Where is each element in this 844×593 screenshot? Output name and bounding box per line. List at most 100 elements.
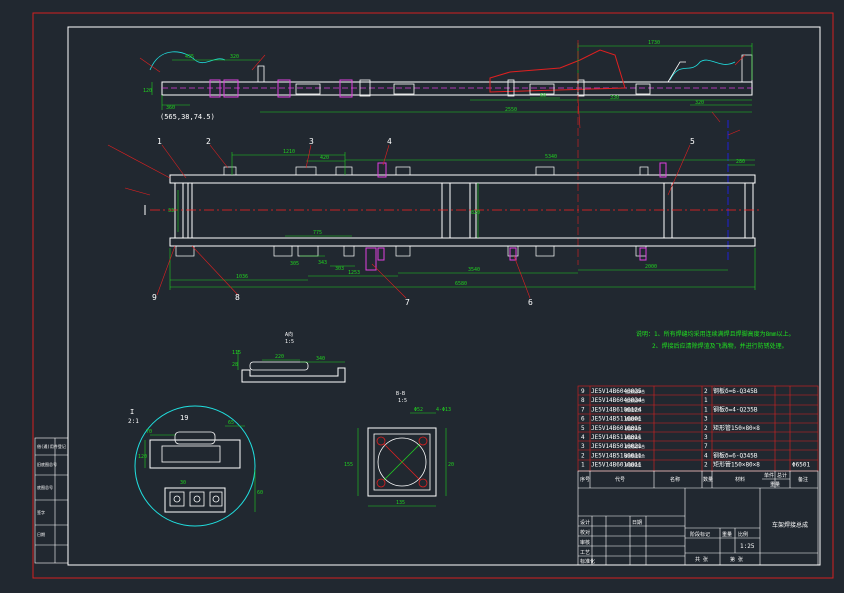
tb-field: 审核 (580, 539, 590, 546)
dim-text: 360 (166, 105, 175, 111)
balloon-label: 3 (309, 137, 314, 146)
dim-text: 435 (185, 54, 194, 60)
drawing-title: 车架焊接总成 (772, 521, 808, 529)
dim-text: 340 (316, 356, 325, 362)
side-view: 1730 435 320 120 360 2550 320 330 60 (56… (139, 40, 753, 265)
dim-text: 2550 (505, 107, 517, 113)
dim-text: 60 (540, 93, 546, 99)
parts-cell-code: JE5V14B6040035 (591, 388, 642, 395)
balloon-label: 9 (152, 293, 157, 302)
right-rail (169, 237, 756, 247)
parts-cell-name: 前横梁焊合 (625, 443, 645, 449)
detail-scale-label: I (130, 408, 134, 416)
side-beam (161, 81, 753, 96)
parts-cell-qty: 3 (704, 416, 708, 423)
dim-text: 320 (695, 100, 704, 106)
dim-text: 120 (143, 88, 152, 94)
parts-cell-no: 9 (581, 388, 585, 395)
dim-text: 420 (320, 155, 329, 161)
parts-cell-qty: 1 (704, 406, 708, 413)
left-margin-label: 底图总号 (37, 484, 53, 490)
cab-outline (489, 49, 626, 93)
detail-scale: 2:1 (128, 418, 139, 425)
parts-cell-note: Φ6501 (792, 462, 810, 469)
tb-header: 总计 (777, 472, 787, 479)
dim-text: 6580 (455, 281, 467, 287)
dim-text: 30 (180, 480, 186, 486)
parts-cell-name: 前横梁焊合 (625, 452, 645, 458)
parts-cell-qty: 7 (704, 443, 708, 450)
parts-cell-name: 横梁焊合 (625, 425, 641, 431)
parts-cell-qty: 2 (704, 425, 708, 432)
parts-cell-no: 7 (581, 406, 585, 413)
balloon-label: 2 (206, 137, 211, 146)
dim-text: 70 (146, 429, 152, 435)
left-margin-label: 旧底图总号 (37, 461, 57, 467)
parts-cell-no: 1 (581, 462, 585, 469)
parts-cell-qty: 2 (704, 462, 708, 469)
tb-scale: 1:25 (740, 543, 755, 550)
dim-text: 60 (257, 490, 263, 496)
detail-19: 70 120 65 30 60 19 I 2:1 (128, 405, 263, 527)
tb-header: 备注 (798, 476, 808, 483)
dim-text: 4-Φ13 (436, 407, 451, 413)
parts-cell-no: 5 (581, 425, 585, 432)
tb-header: 重量 (770, 481, 780, 488)
dim-text: 65 (228, 420, 234, 426)
parts-cell-code: JE5V14B6010011 (591, 462, 642, 469)
parts-cell-code: JE5V14B6100124 (591, 406, 642, 413)
balloon-label: 6 (528, 298, 533, 307)
parts-cell-name: 纵梁焊合 (625, 462, 641, 468)
parts-cell-no: 4 (581, 434, 585, 441)
tb-field: 阶段标记 (690, 531, 710, 538)
left-rail (169, 174, 756, 184)
dim-text: 820 (471, 210, 480, 216)
dim-text: Φ52 (414, 407, 423, 413)
dim-text: 343 (318, 260, 327, 266)
tb-field: 校对 (580, 529, 590, 536)
dim-text: 1730 (648, 40, 660, 46)
dim-text: 280 (736, 159, 745, 165)
balloon-label: 1 (157, 137, 162, 146)
outer-border (32, 12, 834, 579)
tb-field: 共 张 (695, 556, 708, 563)
technical-note: 说明：1、所有焊缝均采用连续满焊且焊脚高度为8mm以上。 (636, 330, 794, 338)
tb-field: 比例 (738, 531, 748, 538)
drawing-frame (67, 26, 821, 566)
dim-text: 220 (275, 354, 284, 360)
parts-cell-name: 横梁焊合 (625, 434, 641, 440)
dim-text: 303 (335, 266, 344, 272)
balloon-label: 7 (405, 298, 410, 307)
dim-text: 1210 (283, 149, 295, 155)
technical-note: 2、焊接后应清除焊渣及飞溅物，并进行防锈处理。 (652, 342, 788, 350)
parts-cell-no: 2 (581, 452, 585, 459)
tb-field: 第 张 (730, 556, 743, 563)
parts-cell-code: JE5V14B6040034 (591, 397, 642, 404)
dim-text: 135 (396, 500, 405, 506)
title-block (577, 470, 819, 566)
parts-cell-qty: 4 (704, 452, 708, 459)
left-margin-label: 签字 (37, 509, 45, 515)
dim-text: 120 (138, 454, 147, 460)
parts-cell-mat: 钢板δ=6-Q345B (713, 451, 758, 459)
dim-text: 1253 (348, 270, 360, 276)
tb-header: 单件 (764, 472, 774, 479)
tb-header: 数量 (703, 476, 713, 483)
dim-text: 330 (610, 95, 619, 101)
parts-cell-code: JE5V14B5010021 (591, 443, 642, 450)
parts-cell-code: JE5V14B5180011 (591, 452, 642, 459)
dim-text: 775 (313, 230, 322, 236)
parts-cell-mat: 钢板δ=4-Q235B (713, 405, 758, 413)
balloon-label: 8 (235, 293, 240, 302)
section-label: B-B (396, 391, 405, 397)
dim-text: 5340 (545, 154, 557, 160)
parts-cell-no: 3 (581, 443, 585, 450)
section-scale: 1:5 (398, 398, 407, 404)
spring-curve (669, 59, 736, 81)
parts-cell-name: 横梁焊合 (625, 406, 641, 412)
parts-cell-no: 8 (581, 397, 585, 404)
dim-text: 1036 (236, 274, 248, 280)
left-margin-label: 借(通)用件登记 (37, 443, 66, 449)
parts-cell-qty: 2 (704, 388, 708, 395)
